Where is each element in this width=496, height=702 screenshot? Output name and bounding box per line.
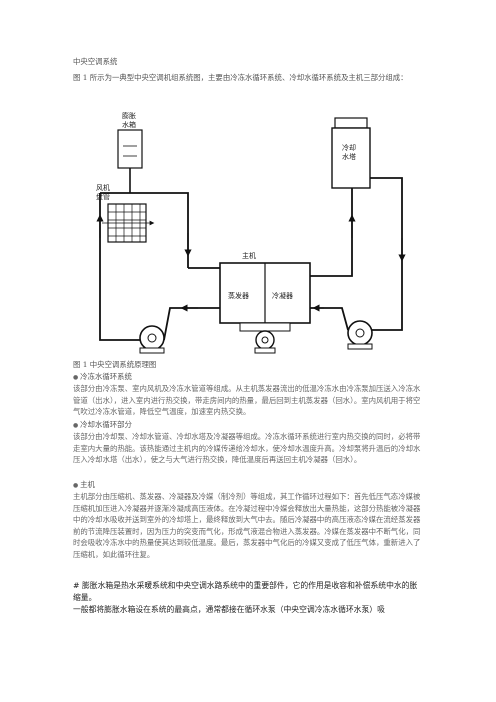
- expansion-tank-paragraph-2: 一般都将膨胀水箱设在系统的最高点，通常都接在循环水泵（中央空调冷冻水循环水泵）吸: [73, 605, 385, 614]
- cooling-tower-label-2: 水塔: [342, 152, 356, 161]
- fan-coil-label-1: 风机: [96, 183, 110, 192]
- doc-title: 中央空调系统: [73, 57, 118, 66]
- expansion-tank-label-2: 水箱: [122, 120, 136, 129]
- condenser-label: 冷凝器: [272, 291, 293, 300]
- section-body-cooling-water: 该部分由冷却泵、冷却水管道、冷却水塔及冷凝器等组成。冷冻水循环系统进行室内热交换…: [73, 432, 421, 465]
- chilled-water-pump: [139, 325, 165, 354]
- figure-caption: 图 1 中央空调系统原理图: [73, 360, 157, 369]
- section-heading-cooling-water: 冷却水循环部分: [73, 419, 425, 432]
- expansion-tank-paragraph: # 膨胀水箱是热水采暖系统和中央空调水路系统中的重要部件，它的作用是收容和补偿系…: [73, 581, 418, 602]
- fan-coil-label-2: 盘管: [96, 192, 110, 201]
- section-body-chilled-water: 该部分由冷冻泵、室内风机及冷冻水管道等组成。从主机蒸发器流出的低温冷冻水由冷冻泵…: [73, 384, 421, 417]
- cooling-tower-label-1: 冷却: [342, 143, 356, 152]
- cooling-tower: 冷却 水塔: [331, 117, 371, 189]
- doc-intro: 图 1 所示为一典型中央空调机组系统图，主要由冷冻水循环系统、冷却水循环系统及主…: [73, 73, 408, 82]
- fan-coil: 风机 盘管: [96, 183, 155, 243]
- main-unit: 主机 蒸发器 冷凝器: [219, 251, 311, 354]
- section-heading-main-unit: 主机: [73, 479, 425, 492]
- evaporator-label: 蒸发器: [228, 291, 249, 300]
- expansion-tank: 膨胀 水箱: [117, 111, 143, 169]
- main-unit-label: 主机: [242, 251, 256, 260]
- cooling-water-pump: [347, 320, 373, 350]
- expansion-tank-label-1: 膨胀: [122, 111, 136, 120]
- central-ac-diagram: 膨胀 水箱 冷却 水塔 风机 盘管: [96, 111, 406, 354]
- section-body-main-unit: 主机部分由压缩机、蒸发器、冷凝器及冷媒（制冷剂）等组成，其工作循环过程如下：首先…: [73, 492, 421, 559]
- section-heading-chilled-water: 冷冻水循环系统: [73, 371, 425, 384]
